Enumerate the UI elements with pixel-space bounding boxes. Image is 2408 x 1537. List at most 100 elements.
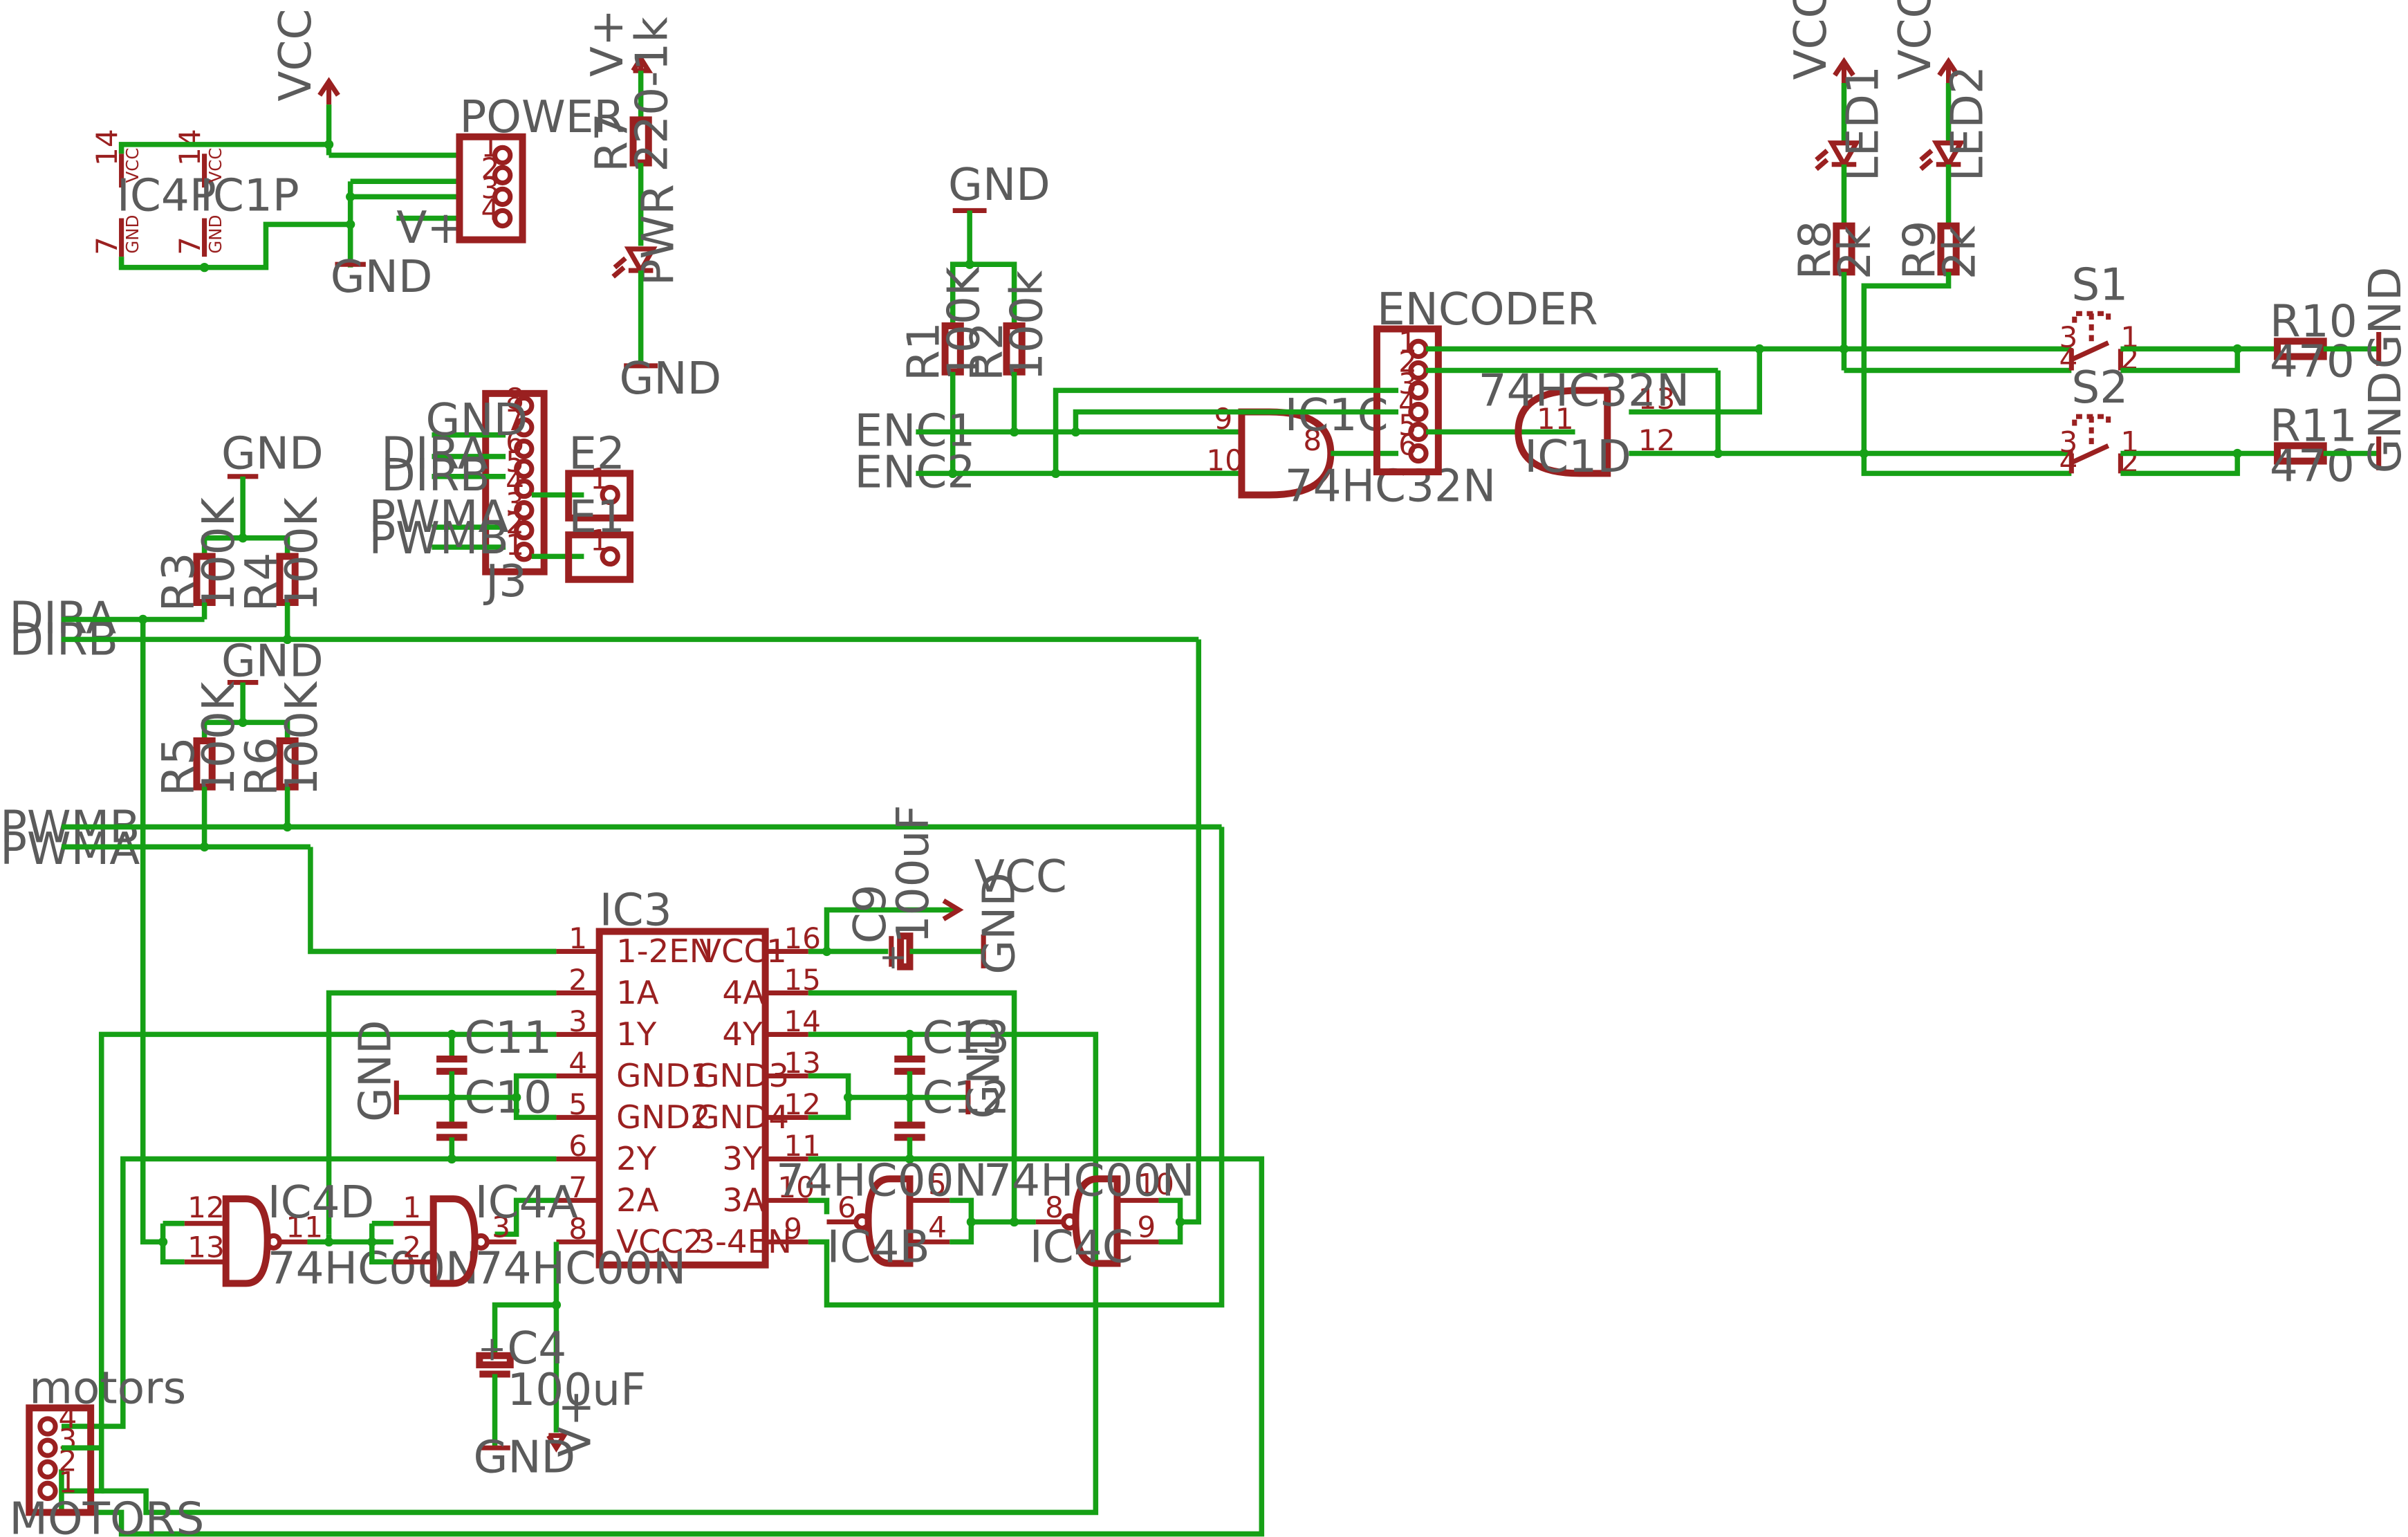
svg-text:S2: S2 xyxy=(2071,362,2128,414)
svg-text:IC4D: IC4D xyxy=(268,1177,375,1228)
svg-text:1: 1 xyxy=(506,528,524,562)
ic3-right-pins: 16 15 14 13 12 11 10 9 VCC1 4A 4Y GND3 G… xyxy=(694,921,821,1261)
svg-text:VCC: VCC xyxy=(1889,0,1941,80)
svg-text:GND: GND xyxy=(331,251,433,303)
svg-text:R9: R9 xyxy=(1894,221,1946,280)
svg-text:1: 1 xyxy=(58,1466,77,1500)
switch-section: VCC LED1 R8 2k VCC LED2 R9 2k S1 3 4 1 xyxy=(1718,0,2408,492)
svg-text:GND: GND xyxy=(2360,371,2408,474)
svg-text:2: 2 xyxy=(506,506,524,540)
svg-text:1: 1 xyxy=(590,523,609,557)
svg-text:9: 9 xyxy=(784,1212,802,1246)
svg-text:GND: GND xyxy=(2360,267,2408,369)
svg-text:7: 7 xyxy=(568,1170,587,1204)
capacitor-c4: + C4 100uF xyxy=(476,1323,646,1416)
svg-text:5: 5 xyxy=(928,1167,947,1201)
vcc-symbol-power: VCC xyxy=(270,9,340,105)
ic3-driver: IC3 1 2 3 4 5 6 7 8 1-2EN 1A 1Y GND1 GND… xyxy=(556,885,821,1269)
nand-wiring xyxy=(140,619,1202,1265)
svg-text:470: 470 xyxy=(2270,335,2355,387)
svg-text:R11: R11 xyxy=(2270,401,2358,452)
svg-text:100K: 100K xyxy=(938,266,990,381)
svg-text:GND: GND xyxy=(974,872,1026,975)
svg-text:GND: GND xyxy=(620,353,722,405)
pull-down-dir: GND R3 100K R4 100K xyxy=(153,428,328,640)
svg-text:3: 3 xyxy=(1398,367,1417,401)
svg-text:C11: C11 xyxy=(464,1012,552,1064)
svg-text:2: 2 xyxy=(402,1231,421,1264)
ic3-wiring: VCC + C9 100uF GND C11 C10 GND V+ xyxy=(59,804,1265,1537)
svg-text:IC4C: IC4C xyxy=(1030,1221,1133,1273)
svg-text:DIRB: DIRB xyxy=(381,450,490,501)
ic3-left-pins: 1 2 3 4 5 6 7 8 1-2EN 1A 1Y GND1 GND2 2Y… xyxy=(556,921,714,1261)
svg-text:12: 12 xyxy=(1638,423,1676,457)
power-section: VCC 14 7 VCC GND IC4P 14 7 VCC GND IC1P … xyxy=(90,9,624,304)
svg-text:4Y: 4Y xyxy=(722,1016,763,1053)
svg-text:V+: V+ xyxy=(549,1389,601,1457)
svg-text:LED2: LED2 xyxy=(1941,66,1993,181)
svg-text:4: 4 xyxy=(1398,387,1417,421)
svg-text:14: 14 xyxy=(90,129,124,166)
switch-s2: S2 3 4 1 2 xyxy=(2059,362,2140,479)
motors-connector: 4 3 2 1 motors MOTORS xyxy=(9,1363,204,1537)
svg-text:3: 3 xyxy=(58,1422,77,1456)
svg-text:VCC2: VCC2 xyxy=(616,1224,704,1261)
svg-text:VCC1: VCC1 xyxy=(699,933,787,970)
svg-text:100K: 100K xyxy=(193,496,245,611)
svg-text:R6: R6 xyxy=(236,737,288,796)
svg-text:R1: R1 xyxy=(898,322,950,381)
svg-text:2Y: 2Y xyxy=(616,1141,657,1178)
svg-text:11: 11 xyxy=(1537,402,1574,436)
svg-text:C13: C13 xyxy=(922,1012,1010,1064)
svg-text:R2: R2 xyxy=(961,322,1013,381)
svg-text:4: 4 xyxy=(568,1046,587,1080)
svg-text:R7: R7 xyxy=(586,113,638,172)
svg-text:3-4EN: 3-4EN xyxy=(694,1224,792,1261)
capacitor-c9: + C9 100uF xyxy=(844,804,939,976)
svg-text:PWR: PWR xyxy=(632,184,684,286)
svg-text:8: 8 xyxy=(506,382,524,416)
svg-text:1A: 1A xyxy=(616,975,659,1012)
svg-text:8: 8 xyxy=(1303,423,1322,457)
svg-text:100k: 100k xyxy=(1001,270,1053,381)
svg-text:IC1C: IC1C xyxy=(1285,389,1389,441)
svg-text:GND: GND xyxy=(948,159,1050,211)
svg-text:C9: C9 xyxy=(844,884,896,944)
svg-text:3: 3 xyxy=(506,486,524,520)
svg-text:74HC00N: 74HC00N xyxy=(475,1242,687,1294)
svg-text:IC4B: IC4B xyxy=(826,1221,929,1273)
svg-text:GND: GND xyxy=(221,428,324,480)
left-nets: DIRA DIRB PWMB PWMA xyxy=(0,592,1222,875)
svg-text:GND: GND xyxy=(426,394,528,446)
svg-text:R5: R5 xyxy=(153,737,205,796)
svg-text:PWMB: PWMB xyxy=(369,513,508,564)
svg-text:GND3: GND3 xyxy=(694,1058,789,1095)
svg-text:12: 12 xyxy=(187,1190,225,1224)
svg-text:11: 11 xyxy=(286,1211,323,1244)
svg-text:5: 5 xyxy=(506,445,524,479)
svg-text:GND: GND xyxy=(349,1020,401,1122)
svg-text:R8: R8 xyxy=(1789,221,1841,280)
nand-gate-ic4a: 1 2 3 IC4A 74HC00N xyxy=(393,1177,687,1294)
pull-down-pwm: GND R5 100K R6 100K xyxy=(153,636,328,847)
capacitor-c13: C13 xyxy=(894,1012,1010,1075)
svg-text:GND: GND xyxy=(122,215,142,254)
svg-text:ENCODER: ENCODER xyxy=(1377,284,1598,335)
svg-text:100uF: 100uF xyxy=(507,1364,646,1416)
j3-connector: 8 7 6 5 4 3 2 1 J3 GND DIRA DIRB PWMA PW… xyxy=(369,382,634,607)
svg-text:100K: 100K xyxy=(276,496,328,611)
svg-text:14: 14 xyxy=(173,129,207,166)
svg-text:GND4: GND4 xyxy=(694,1099,789,1136)
svg-text:13: 13 xyxy=(187,1231,225,1264)
power-header: 1 2 3 4 POWER xyxy=(456,91,624,243)
svg-text:1-2EN: 1-2EN xyxy=(616,933,714,970)
svg-text:4: 4 xyxy=(928,1211,947,1244)
svg-text:3: 3 xyxy=(481,172,500,205)
svg-text:13: 13 xyxy=(1638,382,1676,416)
svg-text:100uF: 100uF xyxy=(887,804,939,944)
svg-text:7: 7 xyxy=(90,237,124,255)
led1-icon xyxy=(1815,140,1861,172)
svg-text:2: 2 xyxy=(1398,345,1417,379)
encoder-connector: 1 2 3 4 5 6 ENCODER xyxy=(1373,284,1598,476)
ic4p-label: IC4P xyxy=(117,169,216,221)
